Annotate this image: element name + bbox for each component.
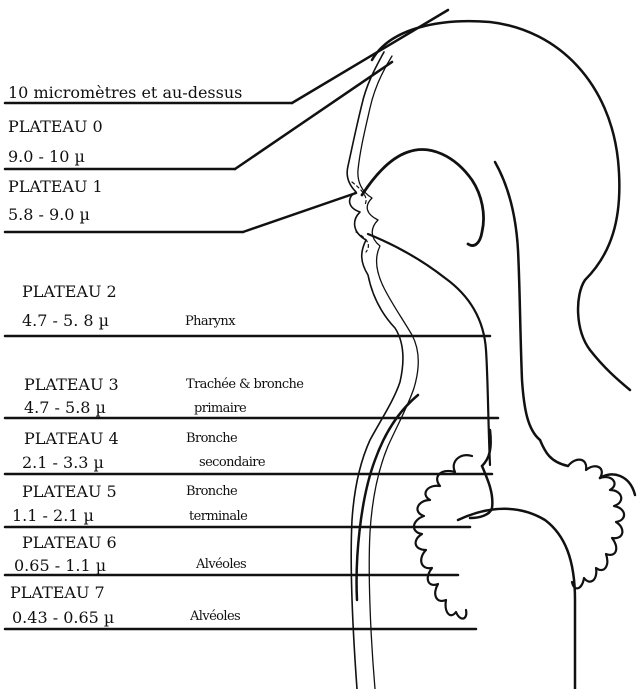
stage-0-range: 9.0 - 10 µ	[8, 147, 85, 166]
trachea-right	[540, 440, 568, 466]
stage-3-range: 4.7 - 5.8 µ	[24, 398, 106, 417]
lung-outline	[458, 474, 635, 689]
stage-5-region: Bronche	[186, 484, 238, 499]
stage-5-region2: terminale	[189, 509, 248, 524]
head-airway-anatomy	[347, 21, 635, 689]
nasal-palate	[362, 150, 484, 246]
stage-7-plateau: PLATEAU 7	[10, 583, 105, 602]
right-bronchial-tree	[568, 460, 624, 589]
leader-line-header-diag	[292, 10, 448, 103]
stage-7-range: 0.43 - 0.65 µ	[12, 608, 114, 627]
stage-6-plateau: PLATEAU 6	[22, 533, 117, 552]
stage-4-region: Bronche	[186, 431, 238, 446]
stage-1-plateau: PLATEAU 1	[8, 177, 103, 196]
stage-3-region2: primaire	[194, 401, 247, 416]
stage-1-range: 5.8 - 9.0 µ	[8, 205, 90, 224]
stage-labels: 10 micromètres et au-dessus PLATEAU 0 9.…	[8, 83, 304, 627]
stage-3-region: Trachée & bronche	[186, 377, 304, 392]
stage-5-range: 1.1 - 2.1 µ	[12, 506, 94, 525]
header-label: 10 micromètres et au-dessus	[8, 83, 242, 102]
stage-0-plateau: PLATEAU 0	[8, 117, 103, 136]
chest-outline	[357, 395, 418, 600]
stage-4-range: 2.1 - 3.3 µ	[22, 453, 104, 472]
stage-4-region2: secondaire	[199, 455, 266, 470]
stage-2-plateau: PLATEAU 2	[22, 282, 117, 301]
stage-2-range: 4.7 - 5. 8 µ	[22, 311, 109, 330]
stage-4-plateau: PLATEAU 4	[24, 429, 119, 448]
head-outline	[372, 21, 630, 390]
pharynx-wall	[495, 162, 540, 440]
left-bronchial-tree	[414, 455, 472, 618]
stage-3-plateau: PLATEAU 3	[24, 375, 119, 394]
stage-7-region: Alvéoles	[189, 609, 240, 624]
oral-cavity	[368, 234, 490, 465]
stage-5-plateau: PLATEAU 5	[22, 482, 117, 501]
leader-line-1-diag	[243, 193, 356, 232]
stage-2-region: Pharynx	[185, 314, 236, 329]
stage-6-range: 0.65 - 1.1 µ	[14, 556, 106, 575]
stage-6-region: Alvéoles	[195, 557, 246, 572]
